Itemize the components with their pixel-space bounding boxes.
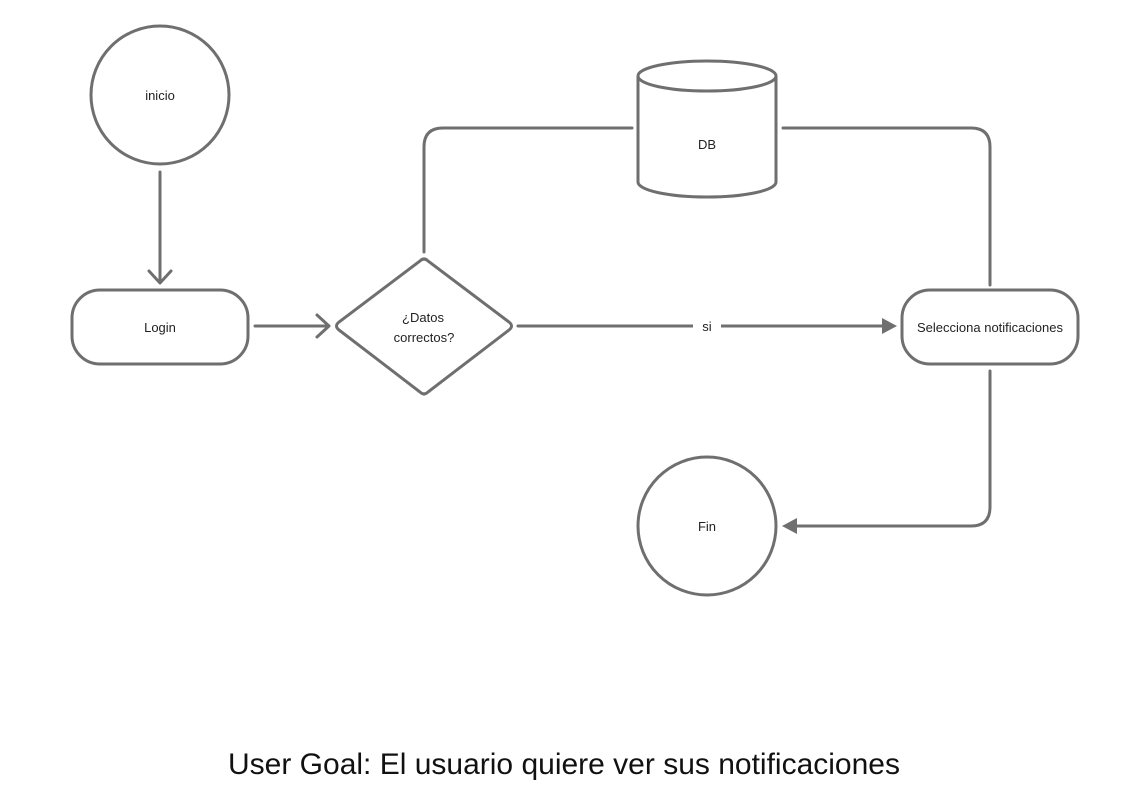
node-inicio-label: inicio <box>145 88 175 103</box>
node-db-label: DB <box>698 137 716 152</box>
node-db-top <box>636 59 778 93</box>
arrowhead-login-decision <box>315 313 331 339</box>
flowchart-diagram: si inicio Login ¿Datos correctos? DB Sel… <box>70 24 1080 597</box>
node-decision[interactable] <box>335 257 513 396</box>
node-fin[interactable] <box>636 455 778 597</box>
arrowhead-inicio-login <box>147 269 173 285</box>
edge-label-background <box>693 316 721 336</box>
node-login[interactable] <box>70 288 250 366</box>
arrowhead-decision-selecciona <box>882 318 897 334</box>
node-decision-label-line1: ¿Datos <box>402 310 444 325</box>
node-db[interactable] <box>636 76 778 199</box>
node-selecciona-notificaciones-label: Selecciona notificaciones <box>917 320 1063 335</box>
edge-label-si: si <box>702 319 712 334</box>
node-login-label: Login <box>144 320 176 335</box>
arrowhead-selecciona-fin <box>782 518 797 534</box>
user-goal-caption: User Goal: El usuario quiere ver sus not… <box>228 748 900 781</box>
node-decision-label-line2: correctos? <box>394 330 455 345</box>
connector-selecciona-fin <box>793 369 992 528</box>
connector-db-selecciona <box>781 126 992 287</box>
node-inicio[interactable] <box>89 24 231 166</box>
node-selecciona-notificaciones[interactable] <box>900 288 1080 366</box>
node-fin-label: Fin <box>698 519 716 534</box>
connector-db-decision <box>422 126 634 254</box>
